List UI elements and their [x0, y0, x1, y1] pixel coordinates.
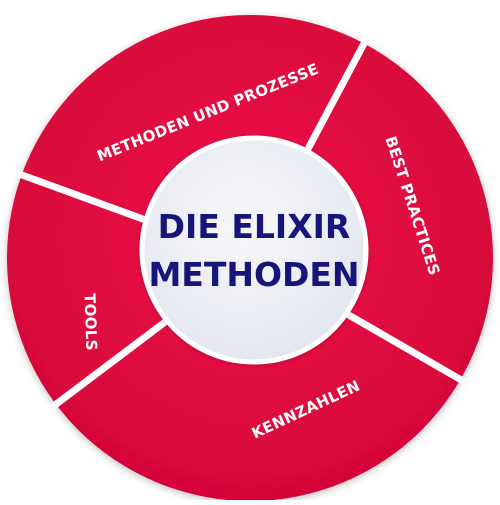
- segment-divider: [294, 38, 370, 170]
- segment-divider: [50, 316, 171, 410]
- segment-dividers: [16, 38, 466, 410]
- center-title-line1: DIE ELIXIR: [158, 207, 351, 246]
- segment-label: TOOLS: [80, 293, 100, 351]
- center-title-line2: METHODEN: [148, 255, 359, 294]
- center-circle: [139, 135, 369, 365]
- segment-divider: [16, 170, 156, 227]
- segment-divider: [336, 305, 466, 385]
